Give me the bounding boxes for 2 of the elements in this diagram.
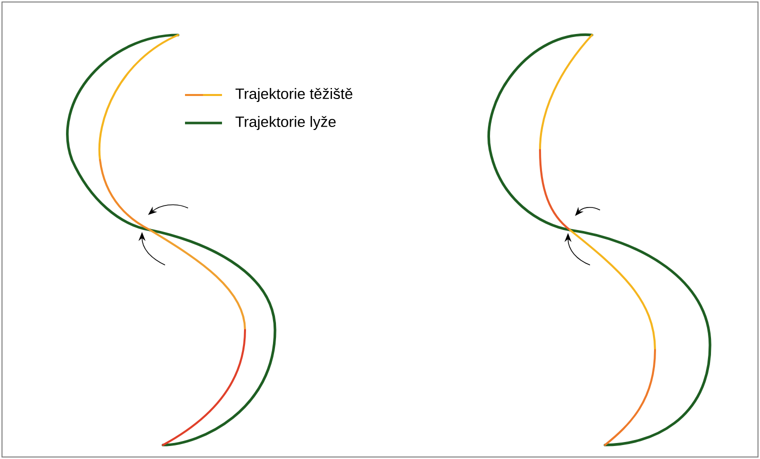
legend-text: Trajektorie těžiště [236, 88, 352, 102]
legend-text: Trajektorie lyže [236, 116, 336, 130]
